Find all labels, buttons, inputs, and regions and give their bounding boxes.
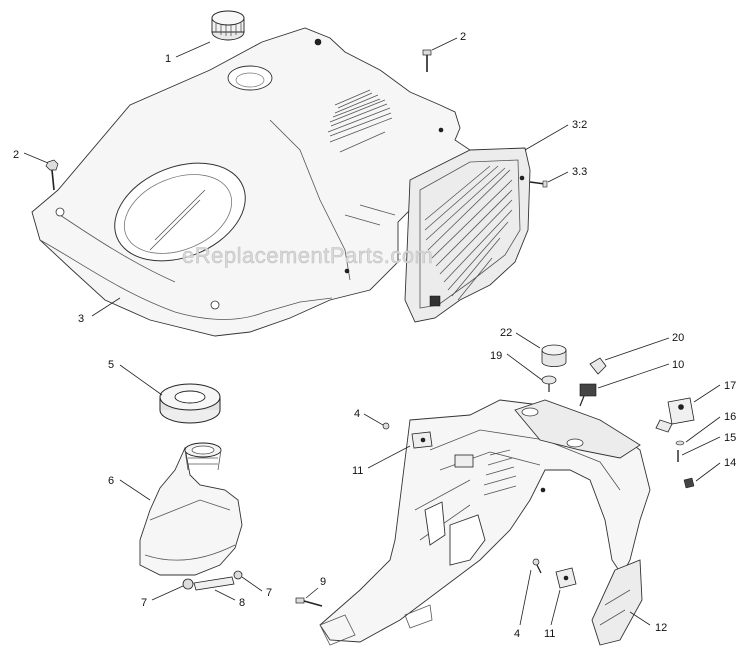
callout-16: 16 xyxy=(724,411,736,423)
callout-12: 12 xyxy=(655,622,667,634)
callout-7-right: 7 xyxy=(266,587,272,599)
callout-3-3: 3.3 xyxy=(572,166,587,178)
callout-20: 20 xyxy=(672,332,684,344)
grommet xyxy=(159,383,221,424)
ignition-key xyxy=(589,357,607,375)
retainer-lower xyxy=(555,567,577,589)
callout-19: 19 xyxy=(490,350,502,362)
callout-1: 1 xyxy=(165,53,171,65)
switch-cap xyxy=(541,344,567,367)
callout-3: 3 xyxy=(78,313,84,325)
callout-3-2: 3:2 xyxy=(572,119,587,131)
retainer-mid xyxy=(454,454,474,468)
callout-6: 6 xyxy=(108,475,114,487)
vent-slots xyxy=(327,89,393,153)
ignition-switch xyxy=(579,383,597,407)
leader-lines xyxy=(23,37,721,626)
callout-4-lower: 4 xyxy=(514,628,520,640)
callout-2-upper: 2 xyxy=(460,31,466,43)
watermark-text: eReplacementParts.com xyxy=(182,243,433,268)
screw-left xyxy=(45,159,59,191)
screw-upper xyxy=(422,49,432,72)
callout-8: 8 xyxy=(239,597,245,609)
nut xyxy=(683,477,695,489)
callout-17: 17 xyxy=(724,380,736,392)
side-grille xyxy=(404,147,531,323)
choke-knob xyxy=(655,397,695,433)
washer xyxy=(675,440,685,446)
retainer-upper xyxy=(411,431,433,449)
callout-11-lower: 11 xyxy=(544,628,555,640)
callout-14: 14 xyxy=(724,457,736,469)
switch-boot xyxy=(541,375,557,392)
callout-15: 15 xyxy=(724,432,736,444)
screw-four-lower xyxy=(532,558,542,574)
housing-slots xyxy=(483,449,517,496)
screw-grille xyxy=(529,180,548,188)
fuel-tank xyxy=(139,442,243,576)
screw-nine xyxy=(295,597,323,607)
shroud-opening xyxy=(114,162,246,262)
callout-10: 10 xyxy=(672,359,684,371)
callout-5: 5 xyxy=(108,359,114,371)
fuel-line xyxy=(182,570,243,591)
upper-shroud xyxy=(31,27,471,337)
callout-7-left: 7 xyxy=(141,597,147,609)
callout-2-left: 2 xyxy=(13,149,19,161)
screw-four-upper xyxy=(382,422,390,430)
callout-4-upper: 4 xyxy=(354,408,360,420)
callout-9: 9 xyxy=(320,576,326,588)
fuel-cap xyxy=(211,10,245,41)
lower-housing xyxy=(319,399,651,646)
callout-labels: 1 2 2 3:2 3.3 3 5 6 7 8 7 9 4 11 22 19 2… xyxy=(13,31,736,640)
callout-22: 22 xyxy=(500,327,512,339)
grille-slots xyxy=(424,165,513,301)
callout-11-upper: 11 xyxy=(352,465,363,477)
